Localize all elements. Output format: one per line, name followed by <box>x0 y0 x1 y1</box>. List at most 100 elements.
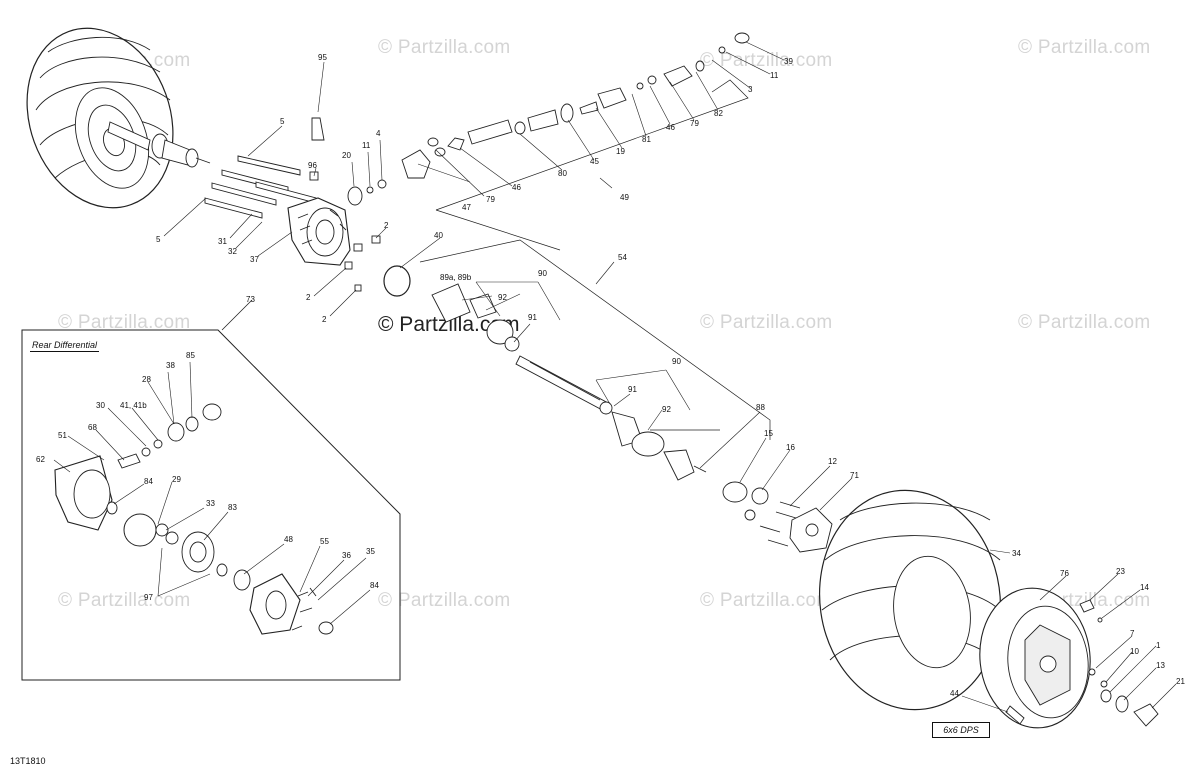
callout-label: 85 <box>186 351 195 360</box>
callout-label: 83 <box>228 503 237 512</box>
tire-bottom-right <box>818 489 1002 711</box>
callout-label: 16 <box>786 443 795 452</box>
callout-label: 7 <box>1130 629 1135 638</box>
callout-label: 44 <box>950 689 959 698</box>
callout-label: 29 <box>172 475 181 484</box>
callout-label: 68 <box>88 423 97 432</box>
callout-label: 47 <box>462 203 471 212</box>
watermark: © Partzilla.com <box>700 312 833 333</box>
callout-label: 4 <box>376 129 381 138</box>
callout-label: 10 <box>1130 647 1139 656</box>
callout-label: 14 <box>1140 583 1149 592</box>
callout-label: 48 <box>284 535 293 544</box>
watermark: © Partzilla.com <box>700 590 833 611</box>
callout-label: 51 <box>58 431 67 440</box>
cv-joint-outer <box>599 401 707 481</box>
tire-top-left <box>26 27 174 209</box>
callout-label: 46 <box>666 123 675 132</box>
callout-label: 62 <box>36 455 45 464</box>
watermark: © Partzilla.com <box>58 312 191 333</box>
callout-label: 81 <box>642 135 651 144</box>
spring-part-95 <box>311 117 325 141</box>
wheel-hub-part-71 <box>789 507 833 553</box>
callout-label: 90 <box>538 269 547 278</box>
callout-label: 92 <box>662 405 671 414</box>
plug-part-2 <box>354 284 362 292</box>
callout-label: 11 <box>770 71 779 80</box>
callout-label: 2 <box>306 293 311 302</box>
callout-label: 5 <box>280 117 285 126</box>
callout-label: 11 <box>362 141 371 150</box>
plug-part-2 <box>371 235 381 244</box>
callout-label: 97 <box>144 593 153 602</box>
callout-label: 30 <box>96 401 105 410</box>
propshaft-assembly <box>427 32 750 157</box>
watermark: © Partzilla.com <box>1018 312 1151 333</box>
callout-label: 84 <box>370 581 379 590</box>
o-ring-part-40 <box>383 265 411 297</box>
callout-label: 2 <box>322 315 327 324</box>
callout-label: 21 <box>1176 677 1185 686</box>
callout-label: 1 <box>1156 641 1161 650</box>
callout-label: 36 <box>342 551 351 560</box>
inset-frame <box>21 329 401 681</box>
callout-label: 73 <box>246 295 255 304</box>
callout-labels: 95 5 96 20 11 4 5 31 32 37 2 2 2 73 40 8… <box>36 53 1185 698</box>
callout-label: 3 <box>748 85 753 94</box>
callout-label: 23 <box>1116 567 1125 576</box>
plug-part-2 <box>344 261 353 270</box>
callout-label: 37 <box>250 255 259 264</box>
differential-housing <box>287 197 351 266</box>
callout-label: 92 <box>498 293 507 302</box>
drawing-id: 13T1810 <box>10 756 46 766</box>
callout-label: 12 <box>828 457 837 466</box>
seal-part-15 <box>751 487 769 505</box>
clip-part-4 <box>377 179 387 189</box>
callout-label: 19 <box>616 147 625 156</box>
watermark: © Partzilla.com <box>58 590 191 611</box>
callout-label: 91 <box>528 313 537 322</box>
callout-label: 46 <box>512 183 521 192</box>
callout-label: 38 <box>166 361 175 370</box>
callout-label: 79 <box>690 119 699 128</box>
axle-shaft <box>515 355 611 413</box>
callout-label: 28 <box>142 375 151 384</box>
callout-label: 96 <box>308 161 317 170</box>
model-note: 6x6 DPS <box>932 722 990 738</box>
callout-label: 15 <box>764 429 773 438</box>
rim-part-76 <box>979 587 1091 729</box>
callout-label: 71 <box>850 471 859 480</box>
callout-label: 41, 41b <box>120 401 147 410</box>
callout-label: 91 <box>628 385 637 394</box>
callout-label: 95 <box>318 53 327 62</box>
callout-label: 90 <box>672 357 681 366</box>
pin-part-11 <box>366 186 374 194</box>
callout-label: 39 <box>784 57 793 66</box>
yoke-part-47 <box>401 149 431 179</box>
center-watermark: © Partzilla.com <box>378 313 520 336</box>
callout-label: 34 <box>1012 549 1021 558</box>
callout-label: 82 <box>714 109 723 118</box>
callout-label: 33 <box>206 499 215 508</box>
callout-label: 20 <box>342 151 351 160</box>
callout-label: 54 <box>618 253 627 262</box>
watermark: © Partzilla.com <box>1018 37 1151 58</box>
callout-label: 89a, 89b <box>440 273 472 282</box>
front-axle-top <box>107 121 211 168</box>
callout-label: 49 <box>620 193 629 202</box>
rear-differential-exploded <box>54 403 334 635</box>
callout-label: 40 <box>434 231 443 240</box>
watermark: © Partzilla.com <box>378 37 511 58</box>
hub-bolts <box>204 155 317 219</box>
seal-part-16 <box>744 509 756 521</box>
callout-label: 79 <box>486 195 495 204</box>
bushing-part-20 <box>347 186 363 206</box>
bearing-part-88 <box>722 481 748 503</box>
callout-label: 2 <box>384 221 389 230</box>
inset-title: Rear Differential <box>30 340 100 352</box>
callout-label: 55 <box>320 537 329 546</box>
callout-label: 32 <box>228 247 237 256</box>
watermark: © Partzilla.com <box>378 590 511 611</box>
